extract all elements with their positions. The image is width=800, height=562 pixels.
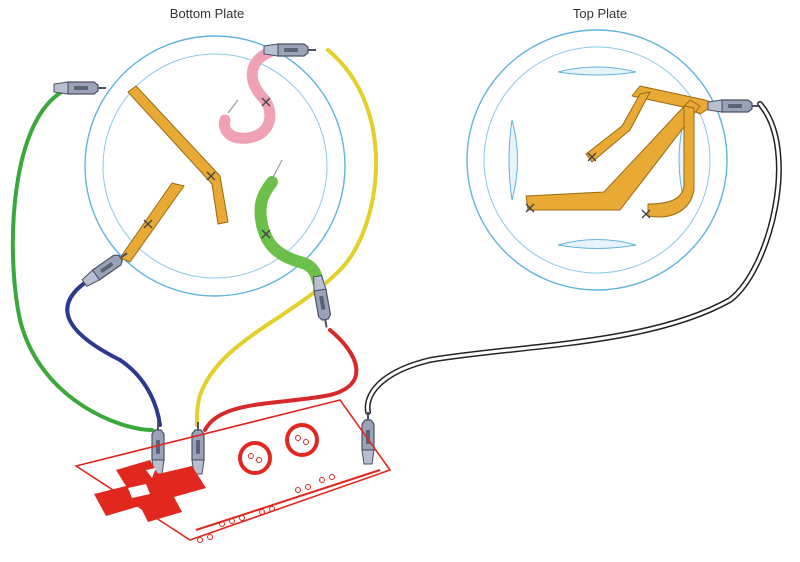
- white-wire-outline: [364, 101, 782, 415]
- clips: [53, 43, 761, 475]
- yellow-wire: [194, 48, 379, 427]
- contact-mark-6: [525, 203, 535, 213]
- alligator-clip-icon: [53, 81, 107, 95]
- makey-makey-board-icon: [74, 399, 392, 543]
- contact-mark-4: [261, 229, 271, 239]
- foil-strip-upper: [127, 85, 229, 225]
- contact-mark-2: [206, 171, 216, 181]
- bottom-lens: [557, 239, 637, 249]
- contact-mark-5: [587, 152, 597, 162]
- bottom-plate-label: Bottom Plate: [170, 6, 244, 21]
- red-wire: [203, 328, 359, 432]
- bottom-plate: [84, 35, 346, 297]
- top-plate: [466, 29, 728, 291]
- foil-strip-top-b: [525, 99, 701, 211]
- contact-mark-1: [261, 97, 271, 107]
- arrow-pad: [94, 460, 206, 522]
- blue-wire: [65, 276, 162, 427]
- top-lens: [557, 66, 637, 76]
- board-hole-row: [197, 474, 335, 543]
- green-wire: [10, 86, 154, 432]
- alligator-clip-icon: [707, 99, 761, 113]
- bottom-plate-electrodes: [119, 46, 324, 288]
- foil-strip-lower: [119, 182, 185, 263]
- foil-strip-top-c: [585, 91, 651, 163]
- board-button-left: [238, 441, 272, 475]
- contact-mark-3: [143, 219, 153, 229]
- left-lens: [508, 119, 518, 201]
- alligator-clip-icon: [191, 421, 205, 475]
- alligator-clip-icon: [263, 43, 317, 57]
- top-plate-electrodes: [525, 85, 717, 219]
- white-wire: [366, 102, 781, 414]
- pink-electrode: [218, 46, 276, 144]
- alligator-clip-icon: [310, 274, 334, 330]
- wires: [10, 48, 782, 432]
- green-electrode: [254, 176, 324, 288]
- contact-mark-7: [641, 209, 651, 219]
- top-plate-label: Top Plate: [573, 6, 627, 21]
- board-button-right: [285, 423, 319, 457]
